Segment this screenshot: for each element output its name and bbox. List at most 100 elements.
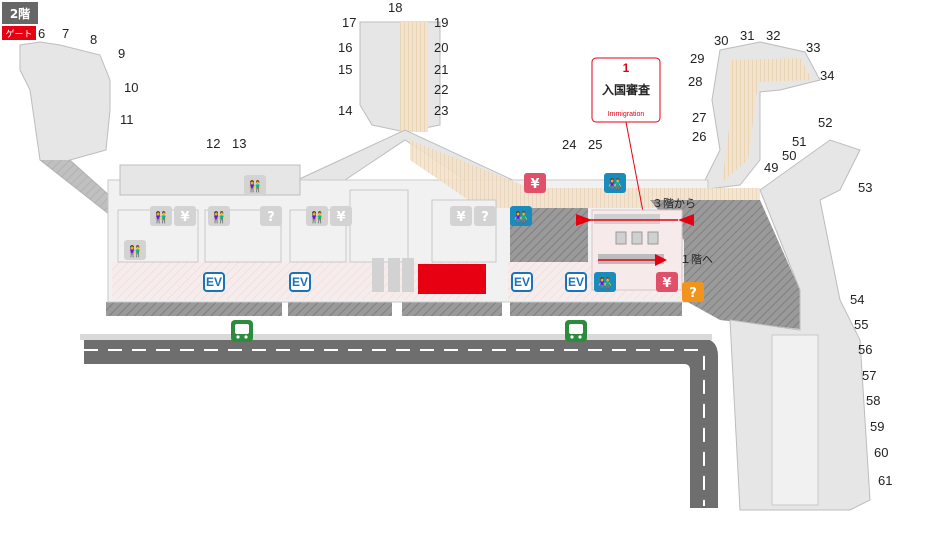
right-upper-pier xyxy=(699,41,821,191)
currency-exchange-icon[interactable]: ¥ xyxy=(450,206,472,226)
svg-text:👫: 👫 xyxy=(248,180,262,193)
gate-53[interactable]: 53 xyxy=(858,180,872,195)
bus-icon[interactable] xyxy=(231,320,253,342)
restroom-icon[interactable]: 👫 xyxy=(150,206,172,226)
gate-33[interactable]: 33 xyxy=(806,40,820,55)
gate-18[interactable]: 18 xyxy=(388,0,402,15)
escalator-from-3f-label: ３階から xyxy=(652,196,696,210)
callout-title: 入国審査 xyxy=(602,82,651,97)
gate-23[interactable]: 23 xyxy=(434,103,448,118)
gate-27[interactable]: 27 xyxy=(692,110,706,125)
restroom-icon[interactable]: 👫 xyxy=(604,173,626,193)
gate-60[interactable]: 60 xyxy=(874,445,888,460)
escalator-to-1f-label: １階へ xyxy=(680,252,713,266)
gate-7[interactable]: 7 xyxy=(62,26,69,41)
bus-icon[interactable] xyxy=(565,320,587,342)
gate-49[interactable]: 49 xyxy=(764,160,778,175)
immigration-highlight-area xyxy=(418,264,486,294)
gate-22[interactable]: 22 xyxy=(434,82,448,97)
gate-11[interactable]: 11 xyxy=(120,112,134,127)
gate-56[interactable]: 56 xyxy=(858,342,872,357)
svg-text:¥: ¥ xyxy=(530,177,539,192)
svg-text:EV: EV xyxy=(206,275,222,289)
svg-text:¥: ¥ xyxy=(662,276,671,291)
svg-text:?: ? xyxy=(267,210,275,225)
gate-30[interactable]: 30 xyxy=(714,33,728,48)
gate-10[interactable]: 10 xyxy=(124,80,138,95)
gate-12[interactable]: 12 xyxy=(206,136,220,151)
currency-exchange-icon[interactable]: ¥ xyxy=(656,272,678,292)
svg-text:¥: ¥ xyxy=(336,210,345,225)
currency-exchange-icon[interactable]: ¥ xyxy=(330,206,352,226)
svg-text:¥: ¥ xyxy=(180,210,189,225)
gate-14[interactable]: 14 xyxy=(338,103,352,118)
gate-13[interactable]: 13 xyxy=(232,136,246,151)
left-pier xyxy=(19,41,121,216)
road xyxy=(80,334,718,508)
gate-50[interactable]: 50 xyxy=(782,148,796,163)
info-icon[interactable]: ? xyxy=(682,282,704,302)
gate-17[interactable]: 17 xyxy=(342,15,356,30)
info-icon[interactable]: ? xyxy=(474,206,496,226)
facility-icons: 👫 👫 👫 👫 👫 ¥ ¥ ¥ ? ? ¥ 👫 👫 👫 ¥ ? EV EV EV… xyxy=(124,173,704,342)
svg-text:👫: 👫 xyxy=(154,211,168,224)
svg-text:👫: 👫 xyxy=(212,211,226,224)
gate-20[interactable]: 20 xyxy=(434,40,448,55)
svg-text:?: ? xyxy=(481,210,489,225)
currency-exchange-icon[interactable]: ¥ xyxy=(524,173,546,193)
gate-labels: 6 7 8 9 10 11 12 13 14 15 16 17 18 19 20… xyxy=(38,0,892,488)
callout-subtitle: Immigration xyxy=(608,111,645,118)
gate-61[interactable]: 61 xyxy=(878,473,892,488)
svg-text:👫: 👫 xyxy=(310,211,324,224)
main-terminal xyxy=(107,140,808,330)
gate-25[interactable]: 25 xyxy=(588,137,602,152)
immigration-callout[interactable]: 1 入国審査 Immigration xyxy=(591,57,661,239)
restroom-icon[interactable]: 👫 xyxy=(208,206,230,226)
svg-text:¥: ¥ xyxy=(456,210,465,225)
svg-text:👫: 👫 xyxy=(598,277,612,290)
gate-59[interactable]: 59 xyxy=(870,419,884,434)
gate-57[interactable]: 57 xyxy=(862,368,876,383)
callout-number: 1 xyxy=(623,61,630,75)
gate-28[interactable]: 28 xyxy=(688,74,702,89)
elevator-icon[interactable]: EV xyxy=(565,272,587,292)
gate-34[interactable]: 34 xyxy=(820,68,834,83)
svg-text:EV: EV xyxy=(514,275,530,289)
gate-8[interactable]: 8 xyxy=(90,32,97,47)
gate-9[interactable]: 9 xyxy=(118,46,125,61)
gate-58[interactable]: 58 xyxy=(866,393,880,408)
elevator-icon[interactable]: EV xyxy=(203,272,225,292)
gate-29[interactable]: 29 xyxy=(690,51,704,66)
svg-text:EV: EV xyxy=(292,275,308,289)
floor-badge: 2階 ゲート xyxy=(2,2,38,40)
gate-32[interactable]: 32 xyxy=(766,28,780,43)
svg-text:?: ? xyxy=(689,286,697,301)
restroom-icon[interactable]: 👫 xyxy=(124,240,146,260)
restroom-icon[interactable]: 👫 xyxy=(510,206,532,226)
gate-badge: ゲート xyxy=(5,28,32,40)
svg-text:👫: 👫 xyxy=(514,211,528,224)
info-icon[interactable]: ? xyxy=(260,206,282,226)
gate-55[interactable]: 55 xyxy=(854,317,868,332)
gate-52[interactable]: 52 xyxy=(818,115,832,130)
gate-21[interactable]: 21 xyxy=(434,62,448,77)
gate-6[interactable]: 6 xyxy=(38,26,45,41)
restroom-icon[interactable]: 👫 xyxy=(594,272,616,292)
gate-31[interactable]: 31 xyxy=(740,28,754,43)
gate-51[interactable]: 51 xyxy=(792,134,806,149)
gate-15[interactable]: 15 xyxy=(338,62,352,77)
gate-54[interactable]: 54 xyxy=(850,292,864,307)
gate-16[interactable]: 16 xyxy=(338,40,352,55)
gate-26[interactable]: 26 xyxy=(692,129,706,144)
elevator-icon[interactable]: EV xyxy=(289,272,311,292)
gate-19[interactable]: 19 xyxy=(434,15,448,30)
restroom-icon[interactable]: 👫 xyxy=(306,206,328,226)
currency-exchange-icon[interactable]: ¥ xyxy=(174,206,196,226)
center-pier xyxy=(279,21,531,191)
gate-24[interactable]: 24 xyxy=(562,137,576,152)
svg-text:👫: 👫 xyxy=(128,245,142,258)
restroom-icon[interactable]: 👫 xyxy=(244,175,266,195)
elevator-icon[interactable]: EV xyxy=(511,272,533,292)
svg-text:EV: EV xyxy=(568,275,584,289)
